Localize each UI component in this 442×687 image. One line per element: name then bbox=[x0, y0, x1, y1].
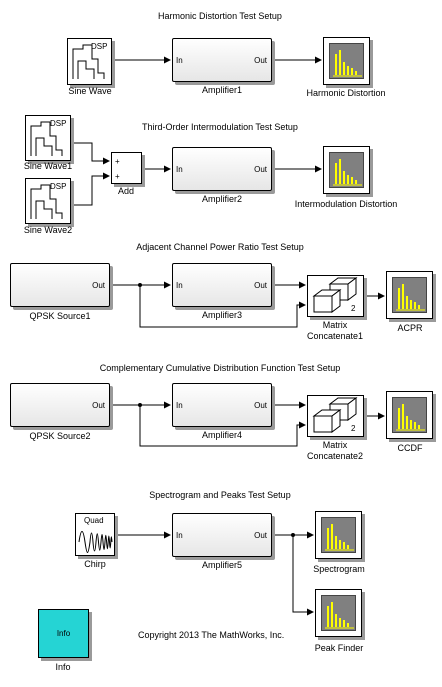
amplifier3-out-port: Out bbox=[254, 281, 267, 290]
intermod-distortion-scope[interactable] bbox=[323, 146, 370, 194]
sine-wave2-label: Sine Wave2 bbox=[23, 225, 73, 235]
ccdf-label: CCDF bbox=[397, 443, 423, 453]
chirp-wave-icon bbox=[78, 531, 113, 553]
peak-finder-scope[interactable] bbox=[315, 589, 362, 637]
spectrum-icon bbox=[392, 397, 427, 433]
sine-wave1-block[interactable]: DSP bbox=[25, 115, 71, 161]
wire-amp5-to-peakfinder bbox=[292, 535, 314, 616]
acpr-scope[interactable] bbox=[386, 271, 433, 319]
qpsk-source1-label: QPSK Source1 bbox=[29, 311, 91, 321]
harmonic-distortion-scope[interactable] bbox=[323, 37, 370, 85]
ccdf-scope[interactable] bbox=[386, 391, 433, 439]
wire-sine2-to-add bbox=[72, 172, 110, 206]
quad-tag: Quad bbox=[84, 516, 104, 525]
amplifier5-out-port: Out bbox=[254, 531, 267, 540]
dsp-sine-icon bbox=[30, 184, 63, 219]
amplifier4-in-port: In bbox=[176, 401, 183, 410]
dsp-tag: DSP bbox=[50, 182, 67, 191]
matrix-concatenate1-label-line2: Concatenate1 bbox=[306, 331, 364, 341]
qpsk-source2-out-port: Out bbox=[92, 401, 105, 410]
info-block-text: Info bbox=[56, 629, 71, 638]
amplifier3-in-port: In bbox=[176, 281, 183, 290]
wire-sine1-to-add bbox=[72, 142, 110, 165]
amplifier5-in-port: In bbox=[176, 531, 183, 540]
matrix-concatenate1-label-line1: Matrix bbox=[322, 320, 348, 330]
spectro-setup-title: Spectrogram and Peaks Test Setup bbox=[149, 490, 291, 500]
add-plus-sign-2: + bbox=[115, 172, 120, 181]
spectrum-icon bbox=[321, 595, 356, 631]
dsp-tag: DSP bbox=[91, 42, 108, 51]
matrix-cubes-icon bbox=[312, 397, 358, 433]
spectrogram-scope[interactable] bbox=[315, 511, 362, 559]
wire-qpsk1-branch-to-matrix1 bbox=[139, 285, 306, 328]
amplifier5-label: Amplifier5 bbox=[201, 560, 242, 570]
add-plus-sign-1: + bbox=[115, 157, 120, 166]
branch-point-ccdf bbox=[138, 403, 142, 407]
dsp-sine-icon bbox=[30, 121, 63, 156]
intermod-setup-title: Third-Order Intermodulation Test Setup bbox=[142, 122, 298, 132]
matrix-concatenate2-label-line2: Concatenate2 bbox=[306, 451, 364, 461]
amplifier4-label: Amplifier4 bbox=[201, 430, 242, 440]
amplifier2-in-port: In bbox=[176, 165, 183, 174]
sine-wave2-block[interactable]: DSP bbox=[25, 178, 71, 224]
acpr-setup-title: Adjacent Channel Power Ratio Test Setup bbox=[136, 242, 304, 252]
matrix-concatenate2-label-line1: Matrix bbox=[322, 440, 348, 450]
qpsk-source1-out-port: Out bbox=[92, 281, 105, 290]
amplifier5-block[interactable]: In Out bbox=[172, 513, 272, 557]
sine-wave-label: Sine Wave bbox=[68, 86, 112, 96]
chirp-block[interactable]: Quad bbox=[75, 513, 115, 556]
amplifier1-in-port: In bbox=[176, 56, 183, 65]
spectrum-icon bbox=[392, 277, 427, 313]
chirp-label: Chirp bbox=[84, 559, 106, 569]
harmonic-distortion-label: Harmonic Distortion bbox=[306, 88, 386, 98]
dsp-sine-icon bbox=[72, 44, 105, 79]
info-label: Info bbox=[55, 662, 71, 672]
amplifier2-block[interactable]: In Out bbox=[172, 147, 272, 191]
qpsk-source2-label: QPSK Source2 bbox=[29, 431, 91, 441]
matrix-cubes-icon bbox=[312, 277, 358, 313]
spectrum-icon bbox=[321, 517, 356, 553]
add-block[interactable]: + + bbox=[111, 152, 142, 184]
matrix-concatenate2-block[interactable]: 2 bbox=[307, 395, 364, 437]
amplifier4-out-port: Out bbox=[254, 401, 267, 410]
spectrogram-label: Spectrogram bbox=[313, 564, 365, 574]
ccdf-setup-title: Complementary Cumulative Distribution Fu… bbox=[99, 363, 341, 373]
qpsk-source2-block[interactable]: Out bbox=[10, 383, 110, 427]
amplifier2-label: Amplifier2 bbox=[201, 194, 242, 204]
amplifier3-label: Amplifier3 bbox=[201, 310, 242, 320]
copyright-text: Copyright 2013 The MathWorks, Inc. bbox=[138, 630, 285, 640]
spectrum-icon bbox=[329, 43, 364, 79]
info-block[interactable]: Info bbox=[38, 609, 89, 658]
add-label: Add bbox=[117, 186, 134, 196]
dsp-tag: DSP bbox=[50, 119, 67, 128]
amplifier1-out-port: Out bbox=[254, 56, 267, 65]
acpr-label: ACPR bbox=[397, 323, 423, 333]
branch-point-acpr bbox=[138, 283, 142, 287]
matrix1-count: 2 bbox=[351, 304, 356, 313]
amplifier1-label: Amplifier1 bbox=[201, 85, 242, 95]
sine-wave1-label: Sine Wave1 bbox=[23, 161, 73, 171]
matrix2-count: 2 bbox=[351, 424, 356, 433]
branch-point-spectro bbox=[291, 533, 295, 537]
amplifier4-block[interactable]: In Out bbox=[172, 383, 272, 427]
amplifier2-out-port: Out bbox=[254, 165, 267, 174]
qpsk-source1-block[interactable]: Out bbox=[10, 263, 110, 307]
peak-finder-label: Peak Finder bbox=[314, 643, 364, 653]
wire-qpsk2-branch-to-matrix2 bbox=[139, 405, 306, 447]
amplifier1-block[interactable]: In Out bbox=[172, 38, 272, 82]
amplifier3-block[interactable]: In Out bbox=[172, 263, 272, 307]
matrix-concatenate1-block[interactable]: 2 bbox=[307, 275, 364, 317]
sine-wave-block[interactable]: DSP bbox=[67, 38, 112, 85]
spectrum-icon bbox=[329, 152, 364, 188]
harmonic-setup-title: Harmonic Distortion Test Setup bbox=[158, 11, 282, 21]
intermod-distortion-label: Intermodulation Distortion bbox=[294, 199, 398, 209]
